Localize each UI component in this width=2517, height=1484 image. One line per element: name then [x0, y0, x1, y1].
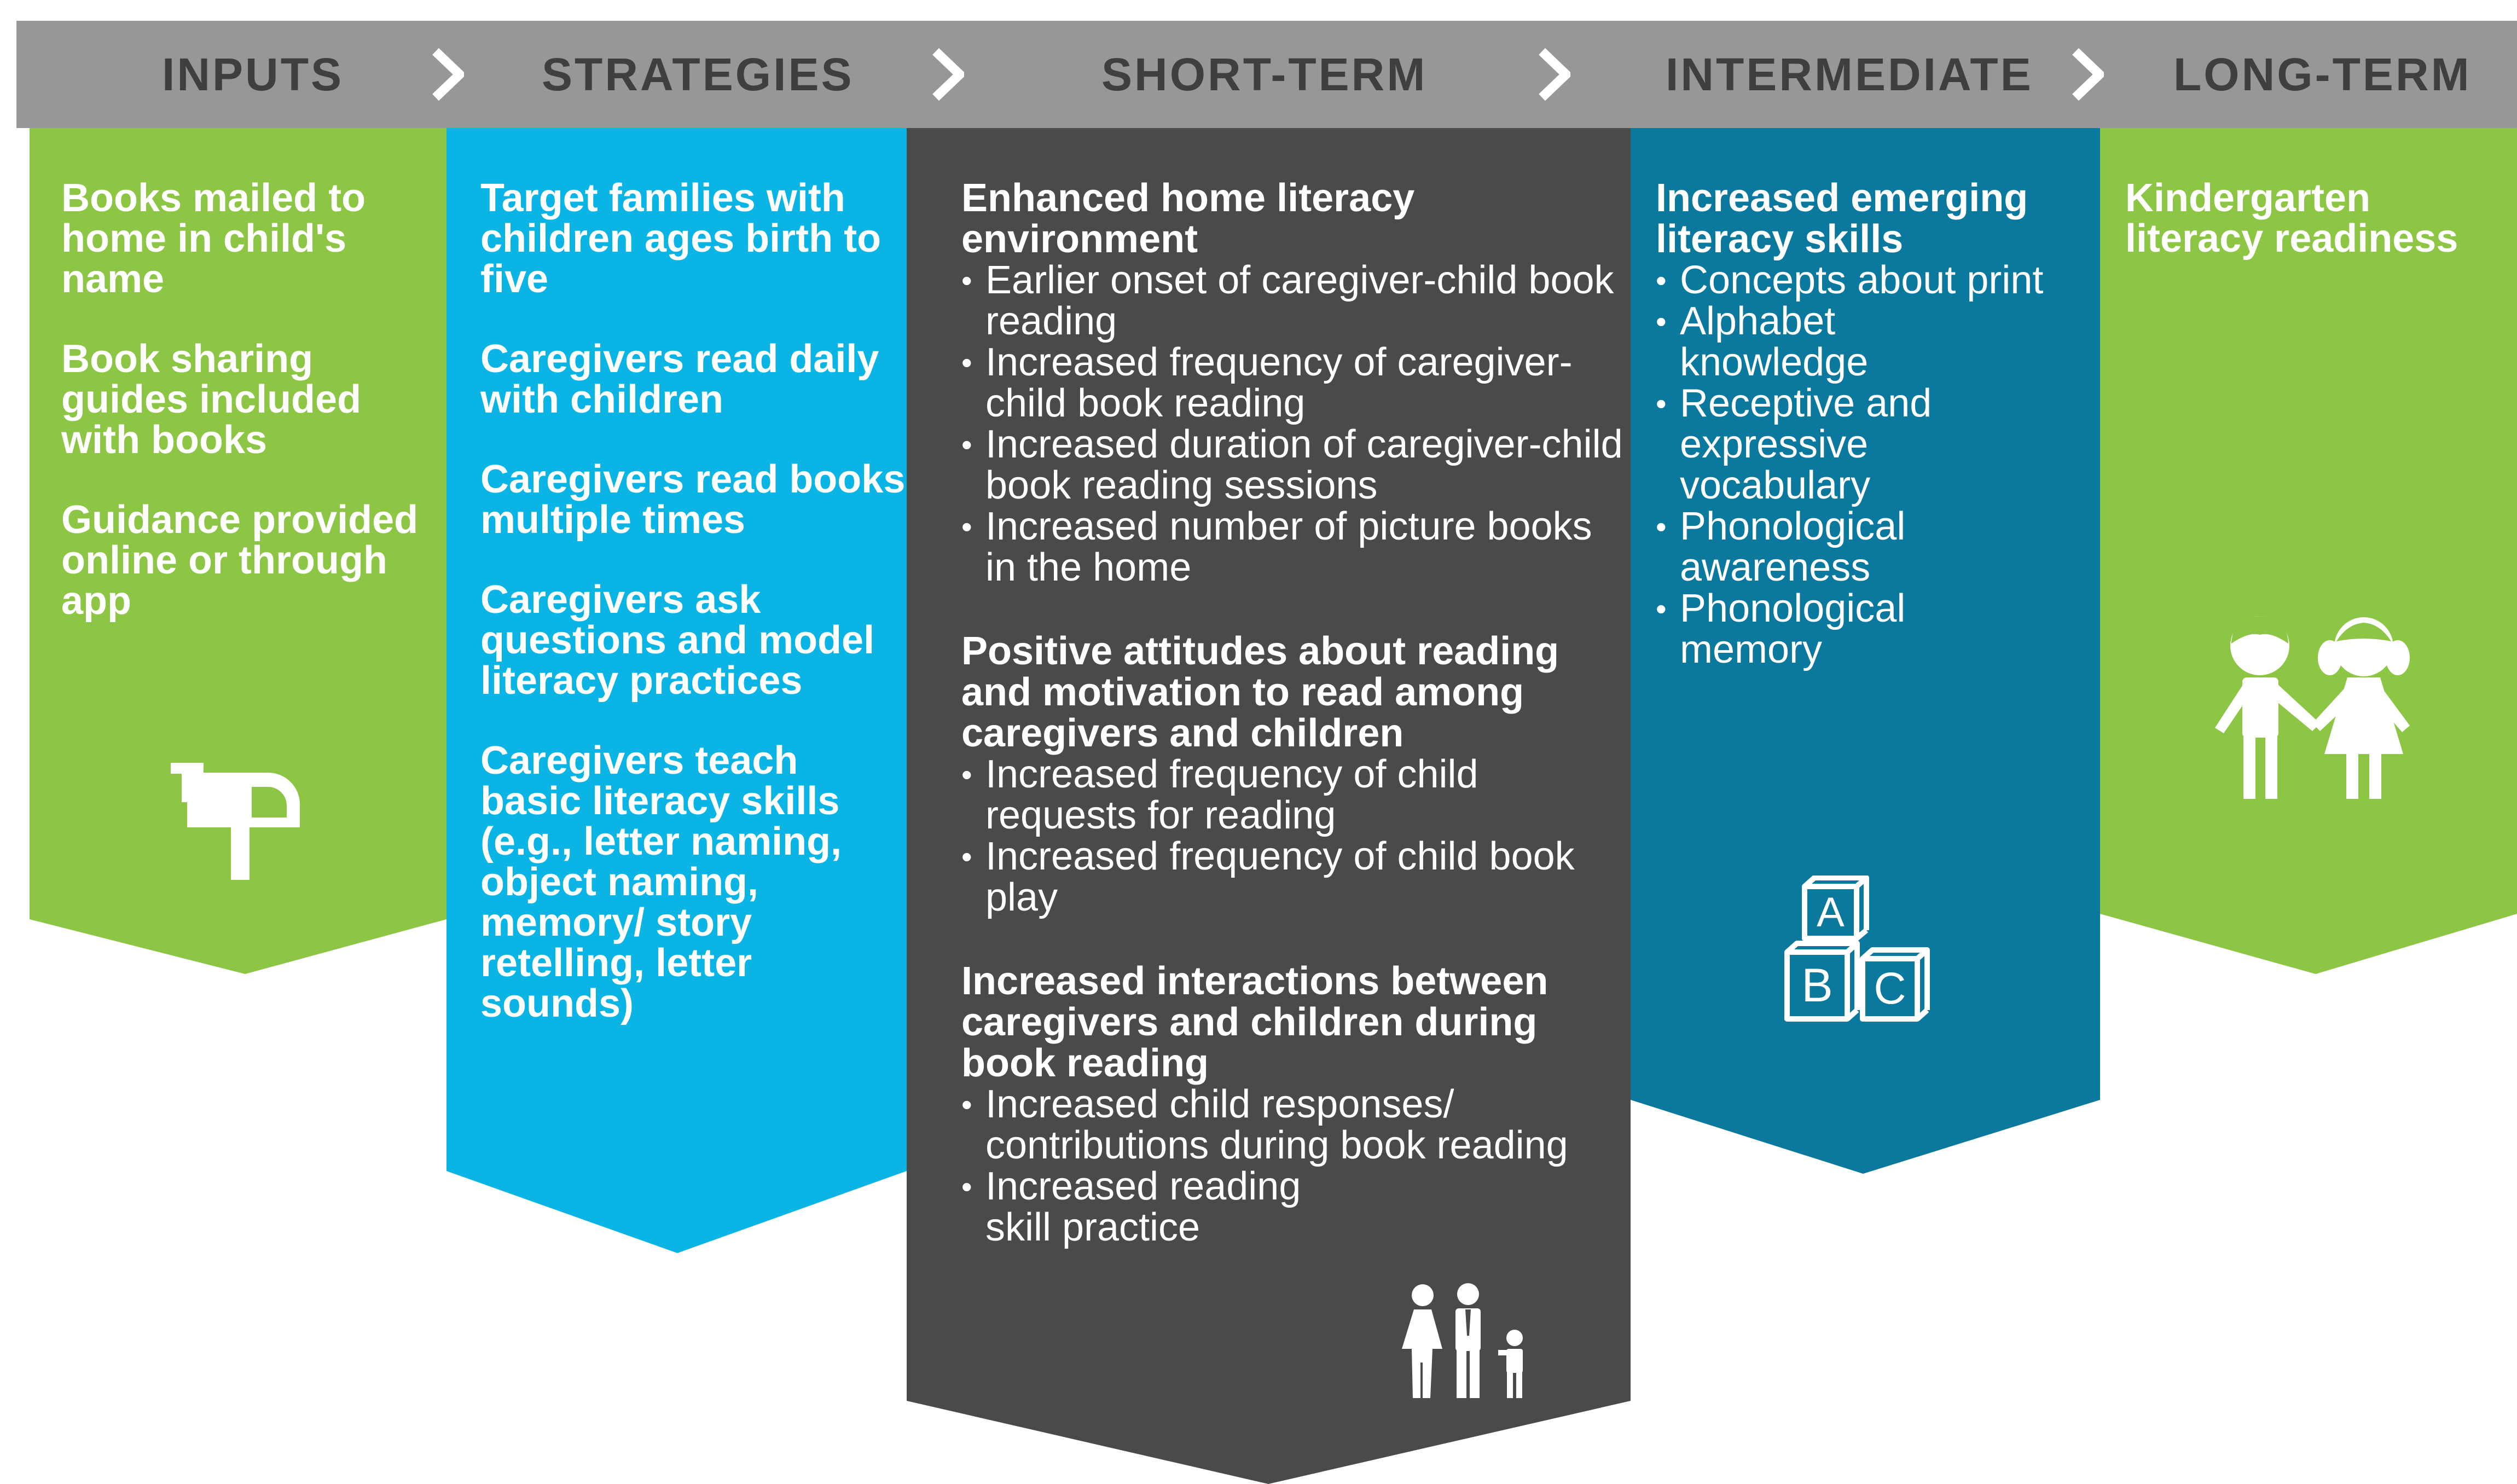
- inputs-column: Books mailed to home in child's name Boo…: [61, 178, 439, 660]
- intermediate-column: Increased emerging literacy skills Conce…: [1656, 178, 2093, 670]
- short-term-bullet: Earlier onset of caregiver-child book re…: [961, 260, 1626, 342]
- short-term-heading: Increased interactions between caregiver…: [961, 959, 1549, 1085]
- stage-header-bar: INPUTS STRATEGIES SHORT-TERM INTERMEDIAT…: [16, 21, 2517, 128]
- stage-label-inputs: INPUTS: [162, 49, 344, 100]
- short-term-group: Increased interactions between caregiver…: [961, 961, 1626, 1248]
- family-icon: [1402, 1283, 1523, 1398]
- strategies-item: Caregivers read books multiple times: [480, 457, 906, 542]
- short-term-bullet: Increased duration of caregiver-child bo…: [961, 424, 1626, 506]
- intermediate-bullet: Phonological memory: [1656, 588, 1986, 670]
- long-term-column-bg: [2100, 128, 2517, 974]
- block-letter: B: [1801, 959, 1833, 1012]
- block-letter: A: [1817, 889, 1845, 936]
- strategies-column-bg: [446, 128, 907, 1253]
- stage-label-strategies: STRATEGIES: [542, 49, 854, 100]
- short-term-heading: Positive attitudes about reading and mot…: [961, 629, 1559, 755]
- long-term-column: Kindergarten literacy readiness: [2125, 178, 2508, 298]
- long-term-item: Kindergarten literacy readiness: [2125, 176, 2458, 260]
- short-term-group: Enhanced home literacy environment Earli…: [961, 178, 1626, 588]
- strategies-item: Caregivers read daily with children: [480, 337, 879, 421]
- intermediate-heading: Increased emerging literacy skills: [1656, 176, 2028, 261]
- short-term-bullet: Increased frequency of child requests fo…: [961, 754, 1626, 836]
- stage-label-intermediate: INTERMEDIATE: [1666, 49, 2033, 100]
- strategies-column: Target families with children ages birth…: [480, 178, 907, 1063]
- short-term-bullet: Increased frequency of child book play: [961, 836, 1626, 918]
- children-icon: [2215, 616, 2410, 799]
- strategies-item: Caregivers ask questions and model liter…: [480, 578, 875, 703]
- short-term-bullet: Increased frequency of caregiver-child b…: [961, 342, 1626, 424]
- short-term-bullet: Increased reading skill practice: [961, 1166, 1368, 1248]
- chevron-right-icon: [432, 48, 464, 101]
- short-term-group: Positive attitudes about reading and mot…: [961, 631, 1626, 918]
- chevron-right-icon: [2072, 48, 2104, 101]
- chevron-right-icon: [932, 48, 964, 101]
- intermediate-bullet: Concepts about print: [1656, 260, 2093, 302]
- stage-label-long-term: LONG-TERM: [2173, 49, 2472, 100]
- stage-label-short-term: SHORT-TERM: [1101, 49, 1428, 100]
- chevron-right-icon: [1539, 48, 1570, 101]
- inputs-column-bg: [30, 128, 446, 974]
- intermediate-bullet: Receptive and expressive vocabulary: [1656, 383, 1986, 506]
- short-term-heading: Enhanced home literacy environment: [961, 176, 1415, 261]
- abc-blocks-icon: A B C: [1783, 876, 1941, 1029]
- short-term-bullet: Increased child responses/ contributions…: [961, 1084, 1626, 1166]
- strategies-item: Target families with children ages birth…: [480, 176, 881, 301]
- intermediate-bullet: Phonological awareness: [1656, 506, 1986, 588]
- intermediate-bullet: Alphabet knowledge: [1656, 301, 1932, 383]
- strategies-item: Caregivers teach basic literacy skills (…: [480, 739, 842, 1025]
- inputs-item: Books mailed to home in child's name: [61, 176, 366, 301]
- short-term-bullet: Increased number of picture books in the…: [961, 506, 1626, 588]
- inputs-item: Guidance provided online or through app: [61, 498, 419, 623]
- mailbox-icon: [171, 763, 300, 880]
- inputs-item: Book sharing guides included with books: [61, 337, 362, 462]
- short-term-column: Enhanced home literacy environment Earli…: [961, 178, 1626, 1291]
- block-letter: C: [1874, 964, 1906, 1013]
